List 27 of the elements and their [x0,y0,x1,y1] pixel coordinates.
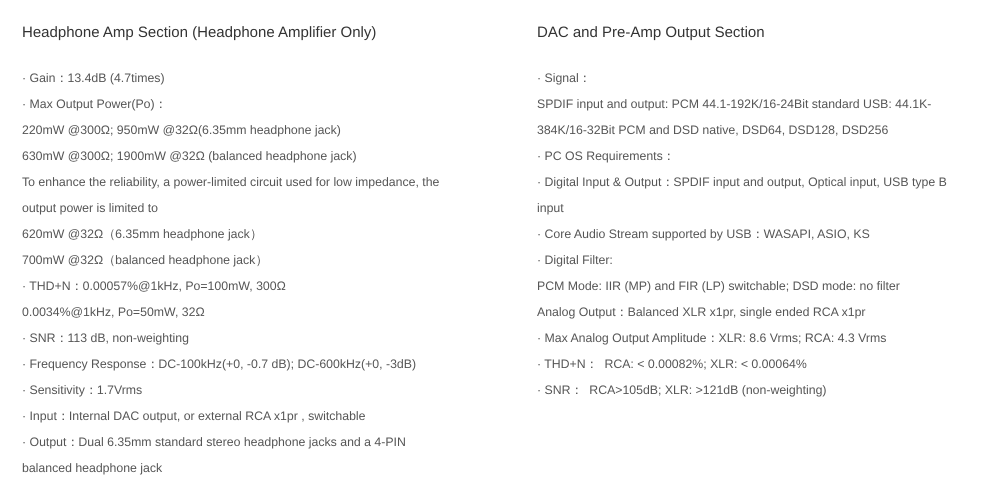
spec-text: Analog Output：Balanced XLR x1pr, single ended RCA x1pr [537,304,866,321]
spec-text: To enhance the reliability, a power-limited circuit used for low impedance, the output power is limited to [22,174,440,217]
section-heading: DAC and Pre-Amp Output Section [537,24,765,41]
spec-text: · Sensitivity：1.7Vrms [22,382,142,399]
spec-text: · Frequency Response：DC-100kHz(+0, -0.7 dB); DC-600kHz(+0, -3dB) [22,356,416,373]
spec-text: · Output：Dual 6.35mm standard stereo headphone jacks and a 4-PIN balanced headphone jack [22,434,407,477]
spec-text: · Gain：13.4dB (4.7times) [22,70,165,87]
spec-text: SPDIF input and output: PCM 44.1-192K/16-24Bit standard USB: 44.1K-384K/16-32Bit PCM and DSD native, DSD64, DSD128, DSD256 [537,96,932,139]
spec-text: 220mW @300Ω; 950mW @32Ω(6.35mm headphone jack) [22,122,341,139]
spec-text: · Digital Input & Output：SPDIF input and output, Optical input, USB type B input [537,174,947,217]
spec-text: · SNR： RCA>105dB; XLR: >121dB (non-weighting) [537,382,827,399]
spec-text: · Max Analog Output Amplitude：XLR: 8.6 Vrms; RCA: 4.3 Vrms [537,330,886,347]
spec-text: 700mW @32Ω（balanced headphone jack） [22,252,268,269]
section-heading: Headphone Amp Section (Headphone Amplifier Only) [22,24,376,41]
spec-text: · Max Output Power(Po)： [22,96,167,113]
spec-text: · Digital Filter: [537,252,613,269]
spec-text: · PC OS Requirements： [537,148,675,165]
spec-text: · Signal： [537,70,591,87]
spec-text: · THD+N：0.00057%@1kHz, Po=100mW, 300Ω [22,278,286,295]
spec-text: · SNR：113 dB, non-weighting [22,330,189,347]
spec-text: · THD+N： RCA: < 0.00082%; XLR: < 0.00064% [537,356,807,373]
spec-text: PCM Mode: IIR (MP) and FIR (LP) switchable; DSD mode: no filter [537,278,900,295]
spec-text: · Core Audio Stream supported by USB：WASAPI, ASIO, KS [537,226,870,243]
spec-text: 0.0034%@1kHz, Po=50mW, 32Ω [22,304,205,321]
spec-text: · Input：Internal DAC output, or external RCA x1pr , switchable [22,408,366,425]
spec-text: 620mW @32Ω（6.35mm headphone jack） [22,226,262,243]
spec-text: 630mW @300Ω; 1900mW @32Ω (balanced headphone jack) [22,148,357,165]
